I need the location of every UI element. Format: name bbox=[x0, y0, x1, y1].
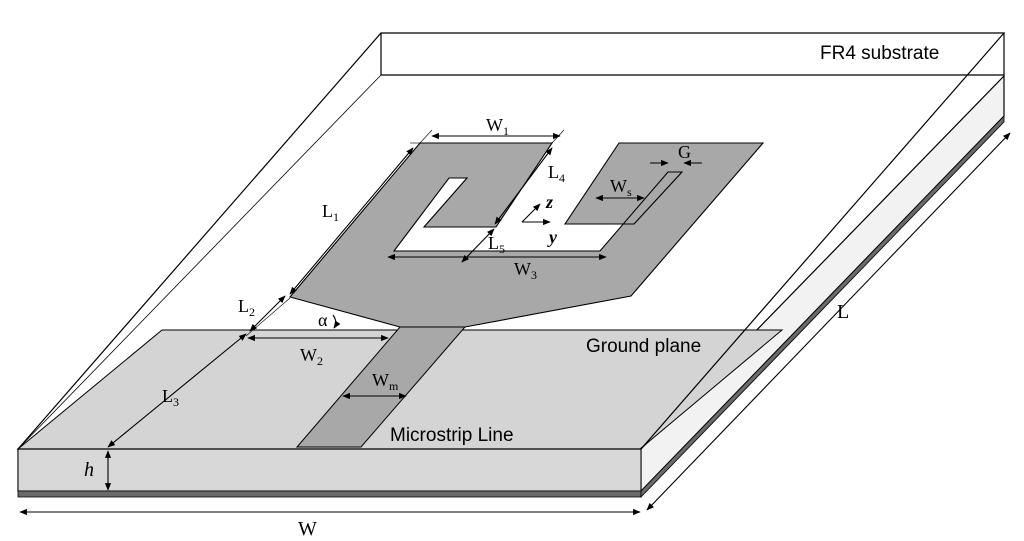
w1-ext-left bbox=[419, 129, 433, 144]
substrate-top-face bbox=[16, 32, 1006, 450]
label-g: G bbox=[678, 142, 691, 162]
radiating-patch bbox=[289, 142, 765, 328]
label-ground-plane: Ground plane bbox=[586, 336, 701, 357]
label-substrate: FR4 substrate bbox=[820, 43, 939, 64]
label-l1: L1 bbox=[322, 201, 339, 224]
label-l: L bbox=[837, 301, 849, 323]
dim-l2-line bbox=[249, 295, 286, 332]
label-axis-y: y bbox=[547, 227, 558, 247]
label-wm: Wm bbox=[372, 370, 399, 393]
label-l2: L2 bbox=[238, 296, 255, 319]
dim-l-line bbox=[646, 132, 1011, 511]
axis-z-arrow bbox=[521, 203, 541, 223]
l2-ext-line bbox=[245, 297, 291, 337]
label-l3: L3 bbox=[162, 386, 179, 409]
label-axis-z: z bbox=[545, 192, 553, 212]
substrate-right-face bbox=[640, 74, 1005, 493]
label-microstrip-line: Microstrip Line bbox=[390, 425, 514, 446]
label-alpha: α bbox=[318, 310, 328, 330]
bottom-layer-front bbox=[17, 490, 642, 498]
dim-l3-line bbox=[107, 333, 247, 448]
label-w1: W1 bbox=[486, 115, 509, 138]
dim-l4-line bbox=[494, 147, 553, 225]
label-l4: L4 bbox=[548, 162, 565, 185]
label-ws: Ws bbox=[610, 176, 632, 199]
ground-plane-front bbox=[17, 448, 642, 492]
angle-alpha-arc bbox=[332, 314, 341, 329]
substrate-inner-left-edge bbox=[17, 74, 382, 450]
label-w: W bbox=[298, 518, 317, 540]
label-w2: W2 bbox=[300, 345, 323, 368]
label-l5: L5 bbox=[488, 233, 505, 256]
dim-l1-line bbox=[289, 147, 414, 295]
label-w3: W3 bbox=[514, 259, 537, 282]
label-h: h bbox=[84, 459, 94, 481]
